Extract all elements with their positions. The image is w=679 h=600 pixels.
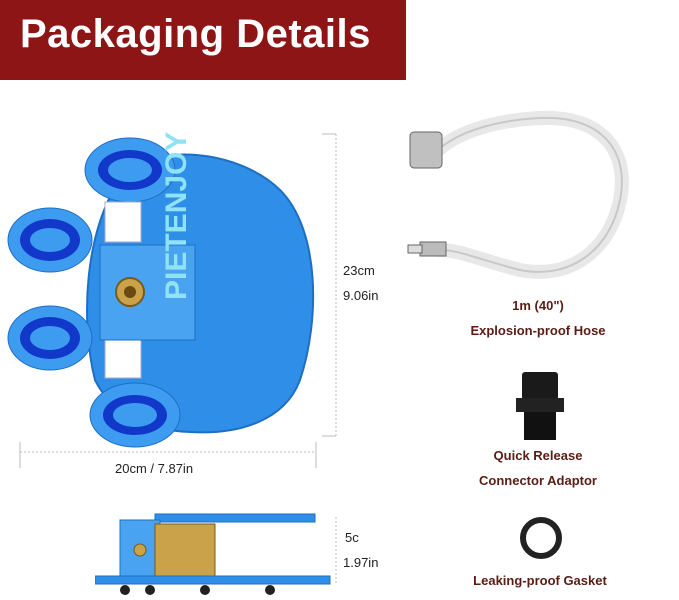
- title-banner: Packaging Details: [0, 0, 406, 80]
- adaptor-image: [516, 372, 564, 440]
- hose-name: Explosion-proof Hose: [470, 323, 606, 338]
- gasket-image: [520, 517, 562, 559]
- width-label: 20cm / 7.87in: [115, 461, 194, 476]
- depth-in: 1.97in: [343, 555, 379, 570]
- depth-cm: 5c: [345, 530, 359, 545]
- adaptor-line2: Connector Adaptor: [479, 473, 597, 488]
- paw-sprinkler-top-view: [7, 137, 315, 448]
- height-in: 9.06in: [343, 288, 379, 303]
- paw-sprinkler-side-view: [95, 513, 331, 595]
- hose-image: [407, 110, 629, 279]
- gasket-name: Leaking-proof Gasket: [473, 573, 607, 588]
- page-title: Packaging Details: [20, 12, 371, 56]
- adaptor-line1: Quick Release: [493, 448, 583, 463]
- height-cm: 23cm: [343, 263, 375, 278]
- hose-length: 1m (40"): [512, 298, 564, 313]
